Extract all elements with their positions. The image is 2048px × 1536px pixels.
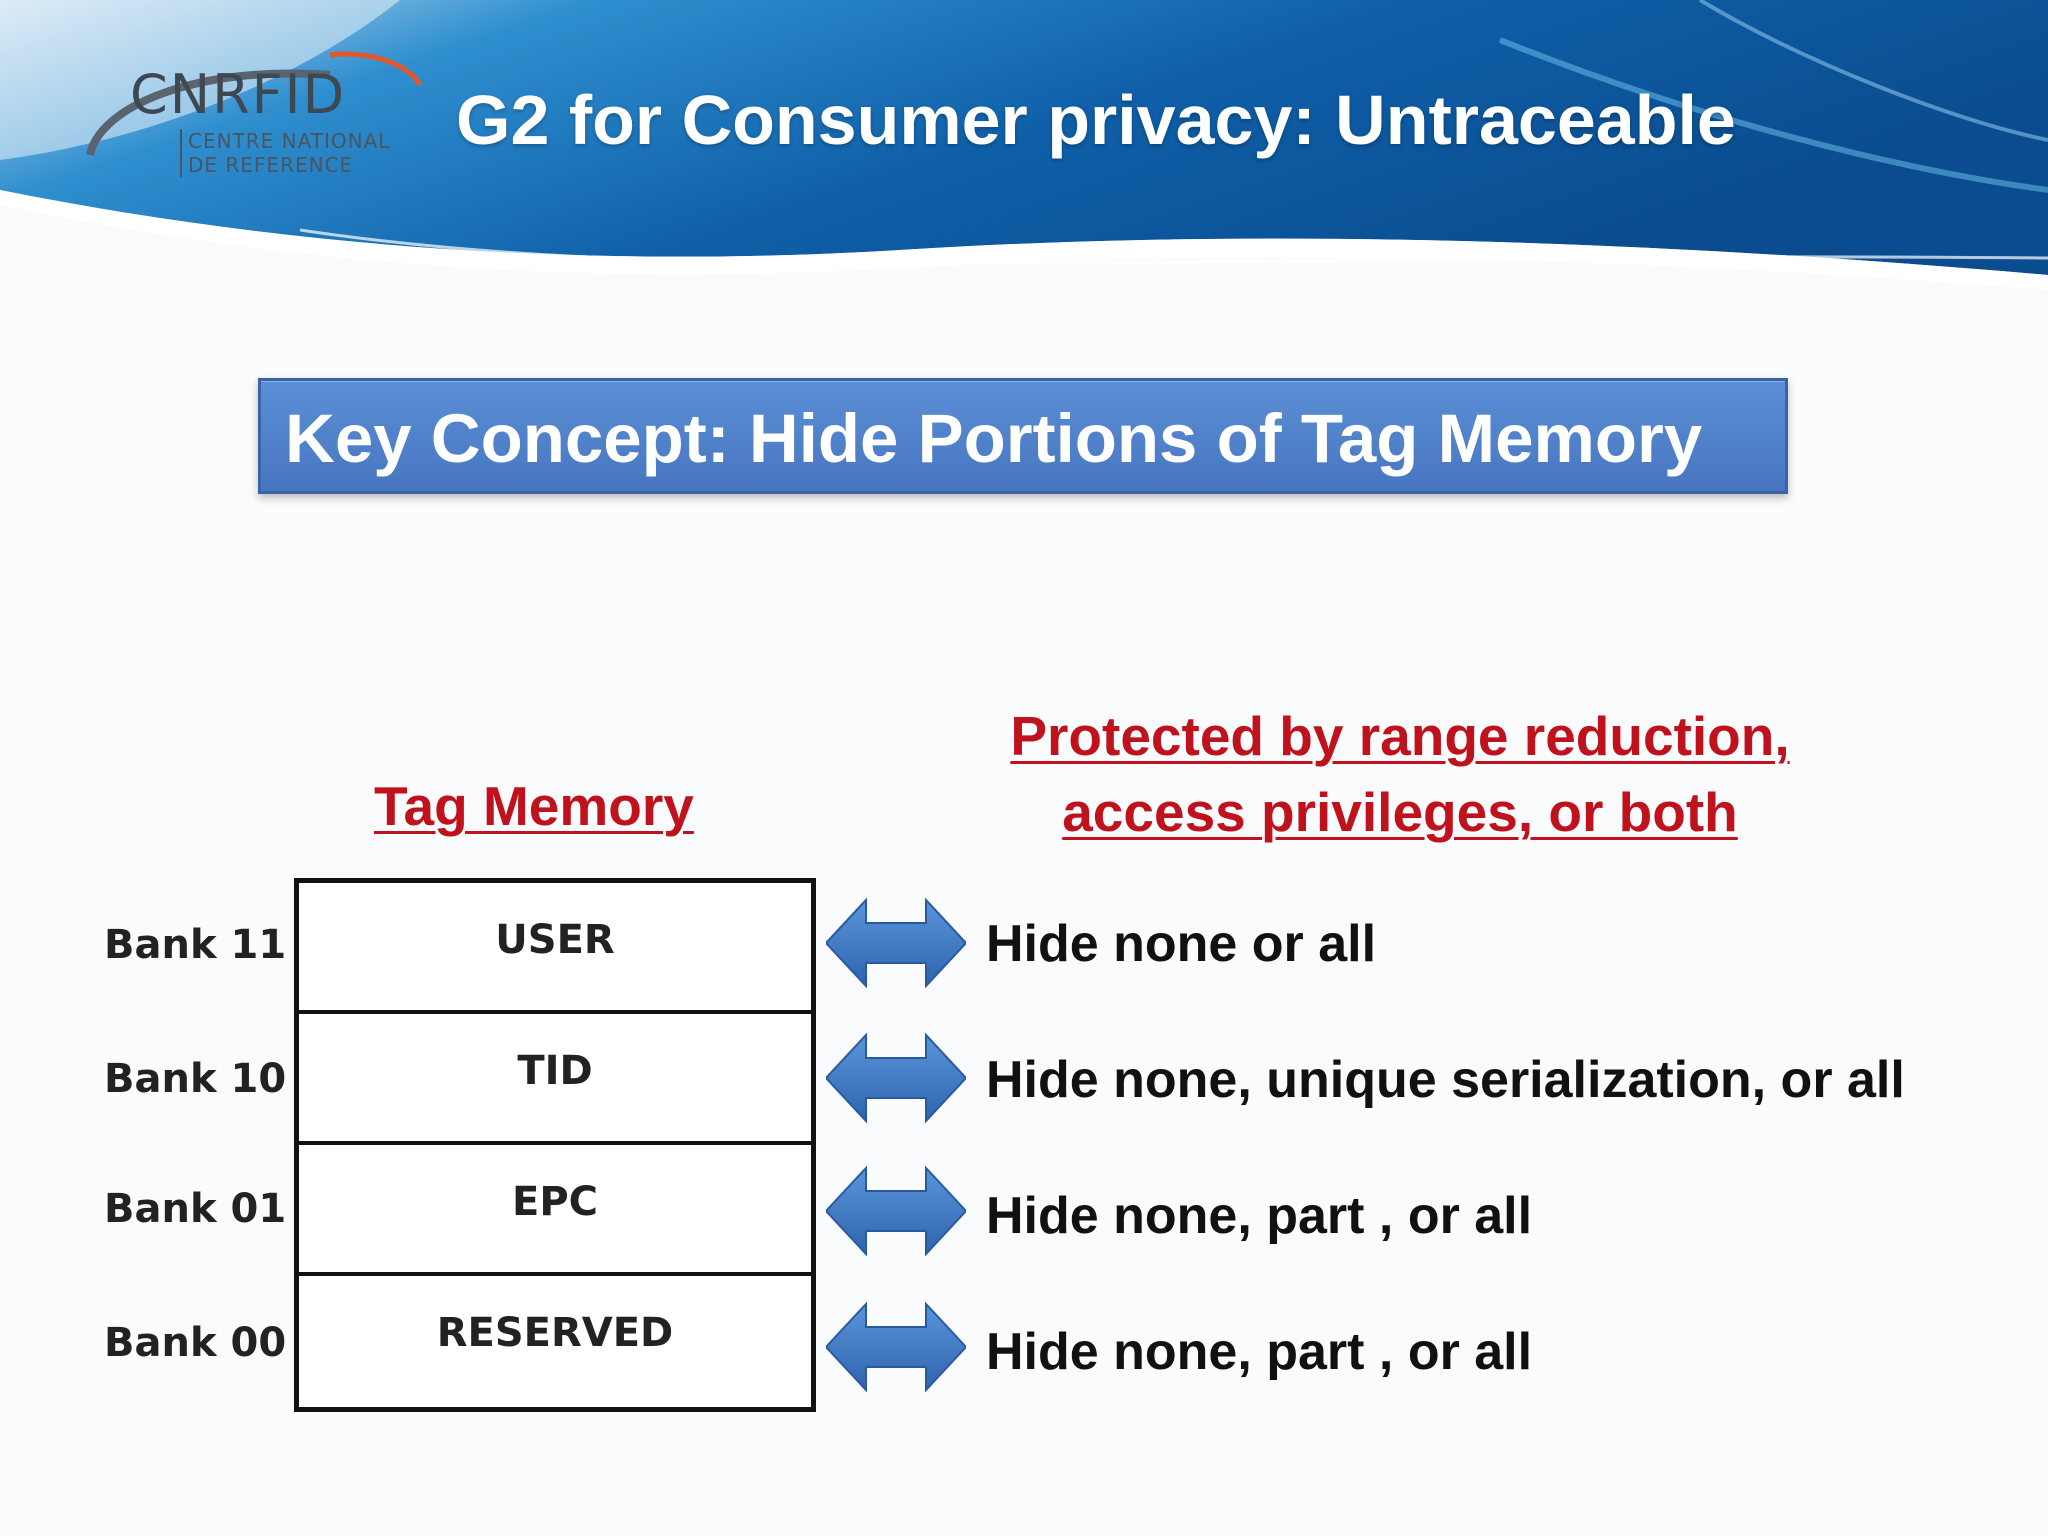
double-arrow-icon xyxy=(826,898,966,988)
bank-label: Bank 11 xyxy=(104,922,287,968)
memory-segment: EPC xyxy=(299,1145,811,1276)
tag-memory-heading: Tag Memory xyxy=(374,775,694,837)
slide-title: G2 for Consumer privacy: Untraceable xyxy=(456,81,1736,159)
memory-segment: RESERVED xyxy=(299,1276,811,1407)
protection-description: Hide none, part , or all xyxy=(986,1323,1533,1381)
key-concept-text: Key Concept: Hide Portions of Tag Memory xyxy=(285,400,1703,477)
logo-name: CNRFID xyxy=(130,63,347,126)
memory-segment-label: USER xyxy=(495,917,615,963)
logo-swoosh-icon xyxy=(86,51,423,157)
logo-divider xyxy=(180,129,182,177)
protection-description: Hide none, unique serialization, or all xyxy=(986,1051,1905,1109)
memory-segment-label: TID xyxy=(517,1048,593,1094)
protected-heading: Protected by range reduction, access pri… xyxy=(1000,698,1800,850)
bank-label: Bank 01 xyxy=(104,1186,287,1232)
cnrfid-logo: CNRFID CENTRE NATIONAL DE REFERENCE xyxy=(80,45,440,185)
memory-segment: USER xyxy=(299,883,811,1014)
bank-label: Bank 00 xyxy=(104,1320,287,1366)
logo-subtitle-line2: DE REFERENCE xyxy=(188,153,354,177)
protected-heading-line2: access privileges, or both xyxy=(1062,781,1738,843)
double-arrow-icon xyxy=(826,1302,966,1392)
header-banner: CNRFID CENTRE NATIONAL DE REFERENCE G2 f… xyxy=(0,0,2048,310)
double-arrow-icon xyxy=(826,1166,966,1256)
bank-label: Bank 10 xyxy=(104,1056,287,1102)
protection-description: Hide none, part , or all xyxy=(986,1187,1533,1245)
logo-subtitle-line1: CENTRE NATIONAL xyxy=(188,129,391,153)
protected-heading-line1: Protected by range reduction, xyxy=(1010,705,1790,767)
key-concept-box: Key Concept: Hide Portions of Tag Memory xyxy=(258,378,1788,494)
memory-segment: TID xyxy=(299,1014,811,1145)
memory-segment-label: EPC xyxy=(512,1179,598,1225)
double-arrow-icon xyxy=(826,1033,966,1123)
tag-memory-table: USER TID EPC RESERVED xyxy=(294,878,816,1412)
memory-segment-label: RESERVED xyxy=(436,1310,674,1356)
protection-description: Hide none or all xyxy=(986,915,1377,973)
